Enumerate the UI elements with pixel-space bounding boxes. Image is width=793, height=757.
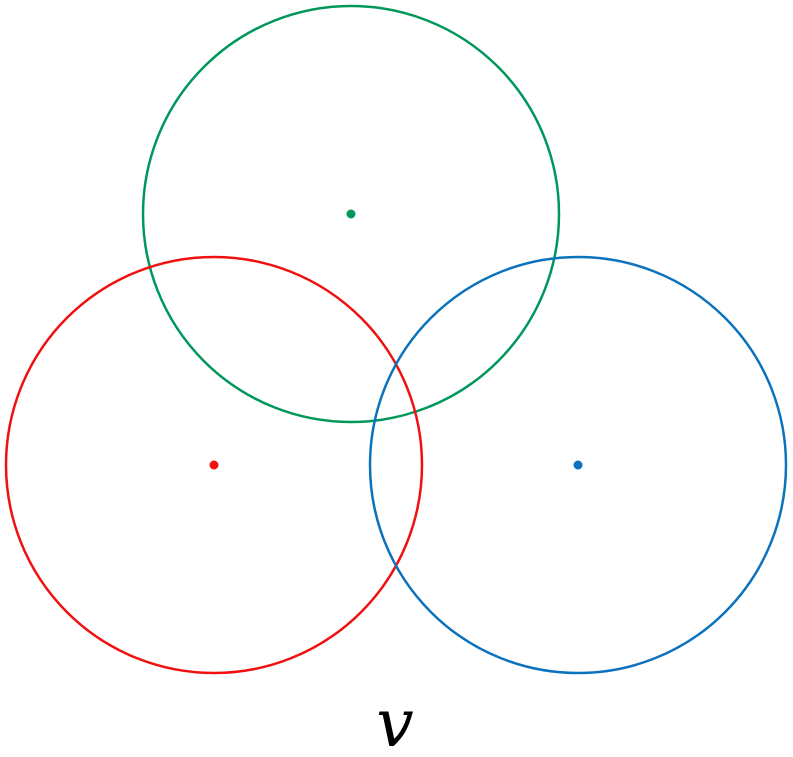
blue-center-dot — [573, 460, 583, 470]
diagram-label: v — [376, 685, 413, 757]
blue-circle — [368, 255, 788, 675]
red-center-dot — [209, 460, 219, 470]
green-circle — [141, 4, 561, 424]
green-center-dot — [346, 209, 356, 219]
red-circle — [4, 255, 424, 675]
